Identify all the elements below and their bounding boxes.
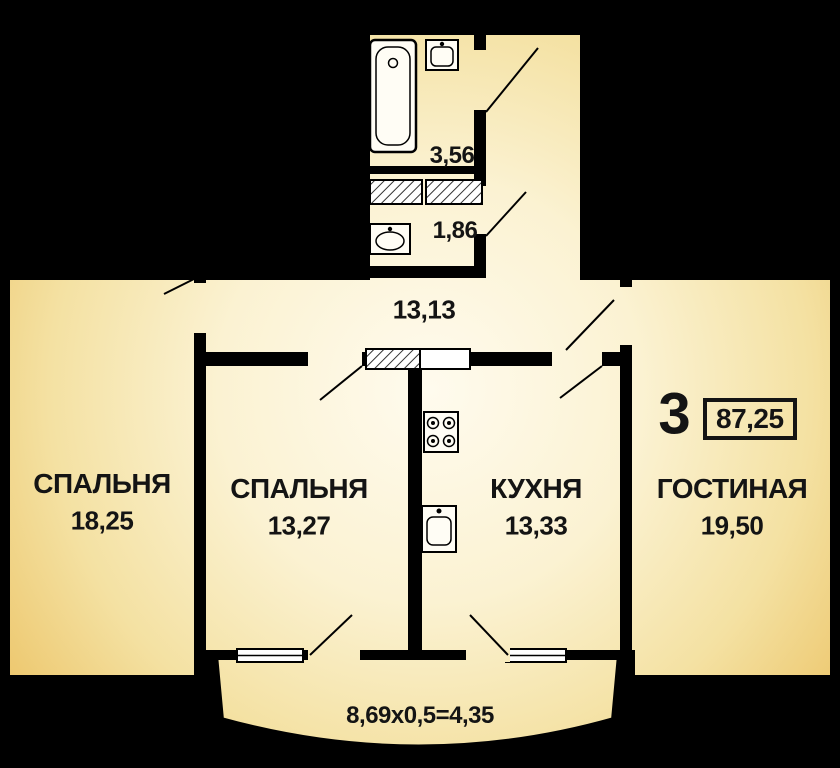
- toilet-washbasin-icon: [369, 223, 411, 255]
- kitchen-area-label: 13,33: [504, 510, 568, 541]
- living-room-area-label: 19,50: [700, 510, 764, 541]
- total-area-badge: 87,25: [703, 398, 797, 440]
- living-room-name-label: ГОСТИНАЯ: [656, 473, 808, 504]
- washbasin-icon: [425, 39, 459, 71]
- interior-walls: [194, 30, 632, 680]
- stove-icon: [423, 411, 459, 453]
- balcony-outline: [211, 652, 624, 751]
- hallway-area-label: 13,13: [392, 294, 456, 325]
- balcony-formula-label: 8,69x0,5=4,35: [346, 702, 494, 729]
- balcony-door-openings: [308, 648, 510, 662]
- bedroom-left-name-label: СПАЛЬНЯ: [33, 468, 171, 499]
- door-leaf-icon: [163, 47, 615, 656]
- vent-shaft-boxes-icon: [369, 179, 483, 205]
- bathroom-area-label: 3,56: [429, 142, 475, 169]
- window-icon: [236, 648, 567, 663]
- bathtub-icon: [368, 38, 418, 154]
- rooms-count-label: 3: [658, 381, 690, 447]
- vent-shaft-icon: [365, 348, 471, 370]
- toilet-area-label: 1,86: [432, 217, 478, 244]
- bedroom-mid-area-label: 13,27: [267, 510, 331, 541]
- bedroom-left-area-label: 18,25: [70, 505, 134, 536]
- kitchen-name-label: КУХНЯ: [490, 473, 582, 504]
- bedroom-mid-name-label: СПАЛЬНЯ: [230, 473, 368, 504]
- kitchen-sink-icon: [421, 505, 457, 553]
